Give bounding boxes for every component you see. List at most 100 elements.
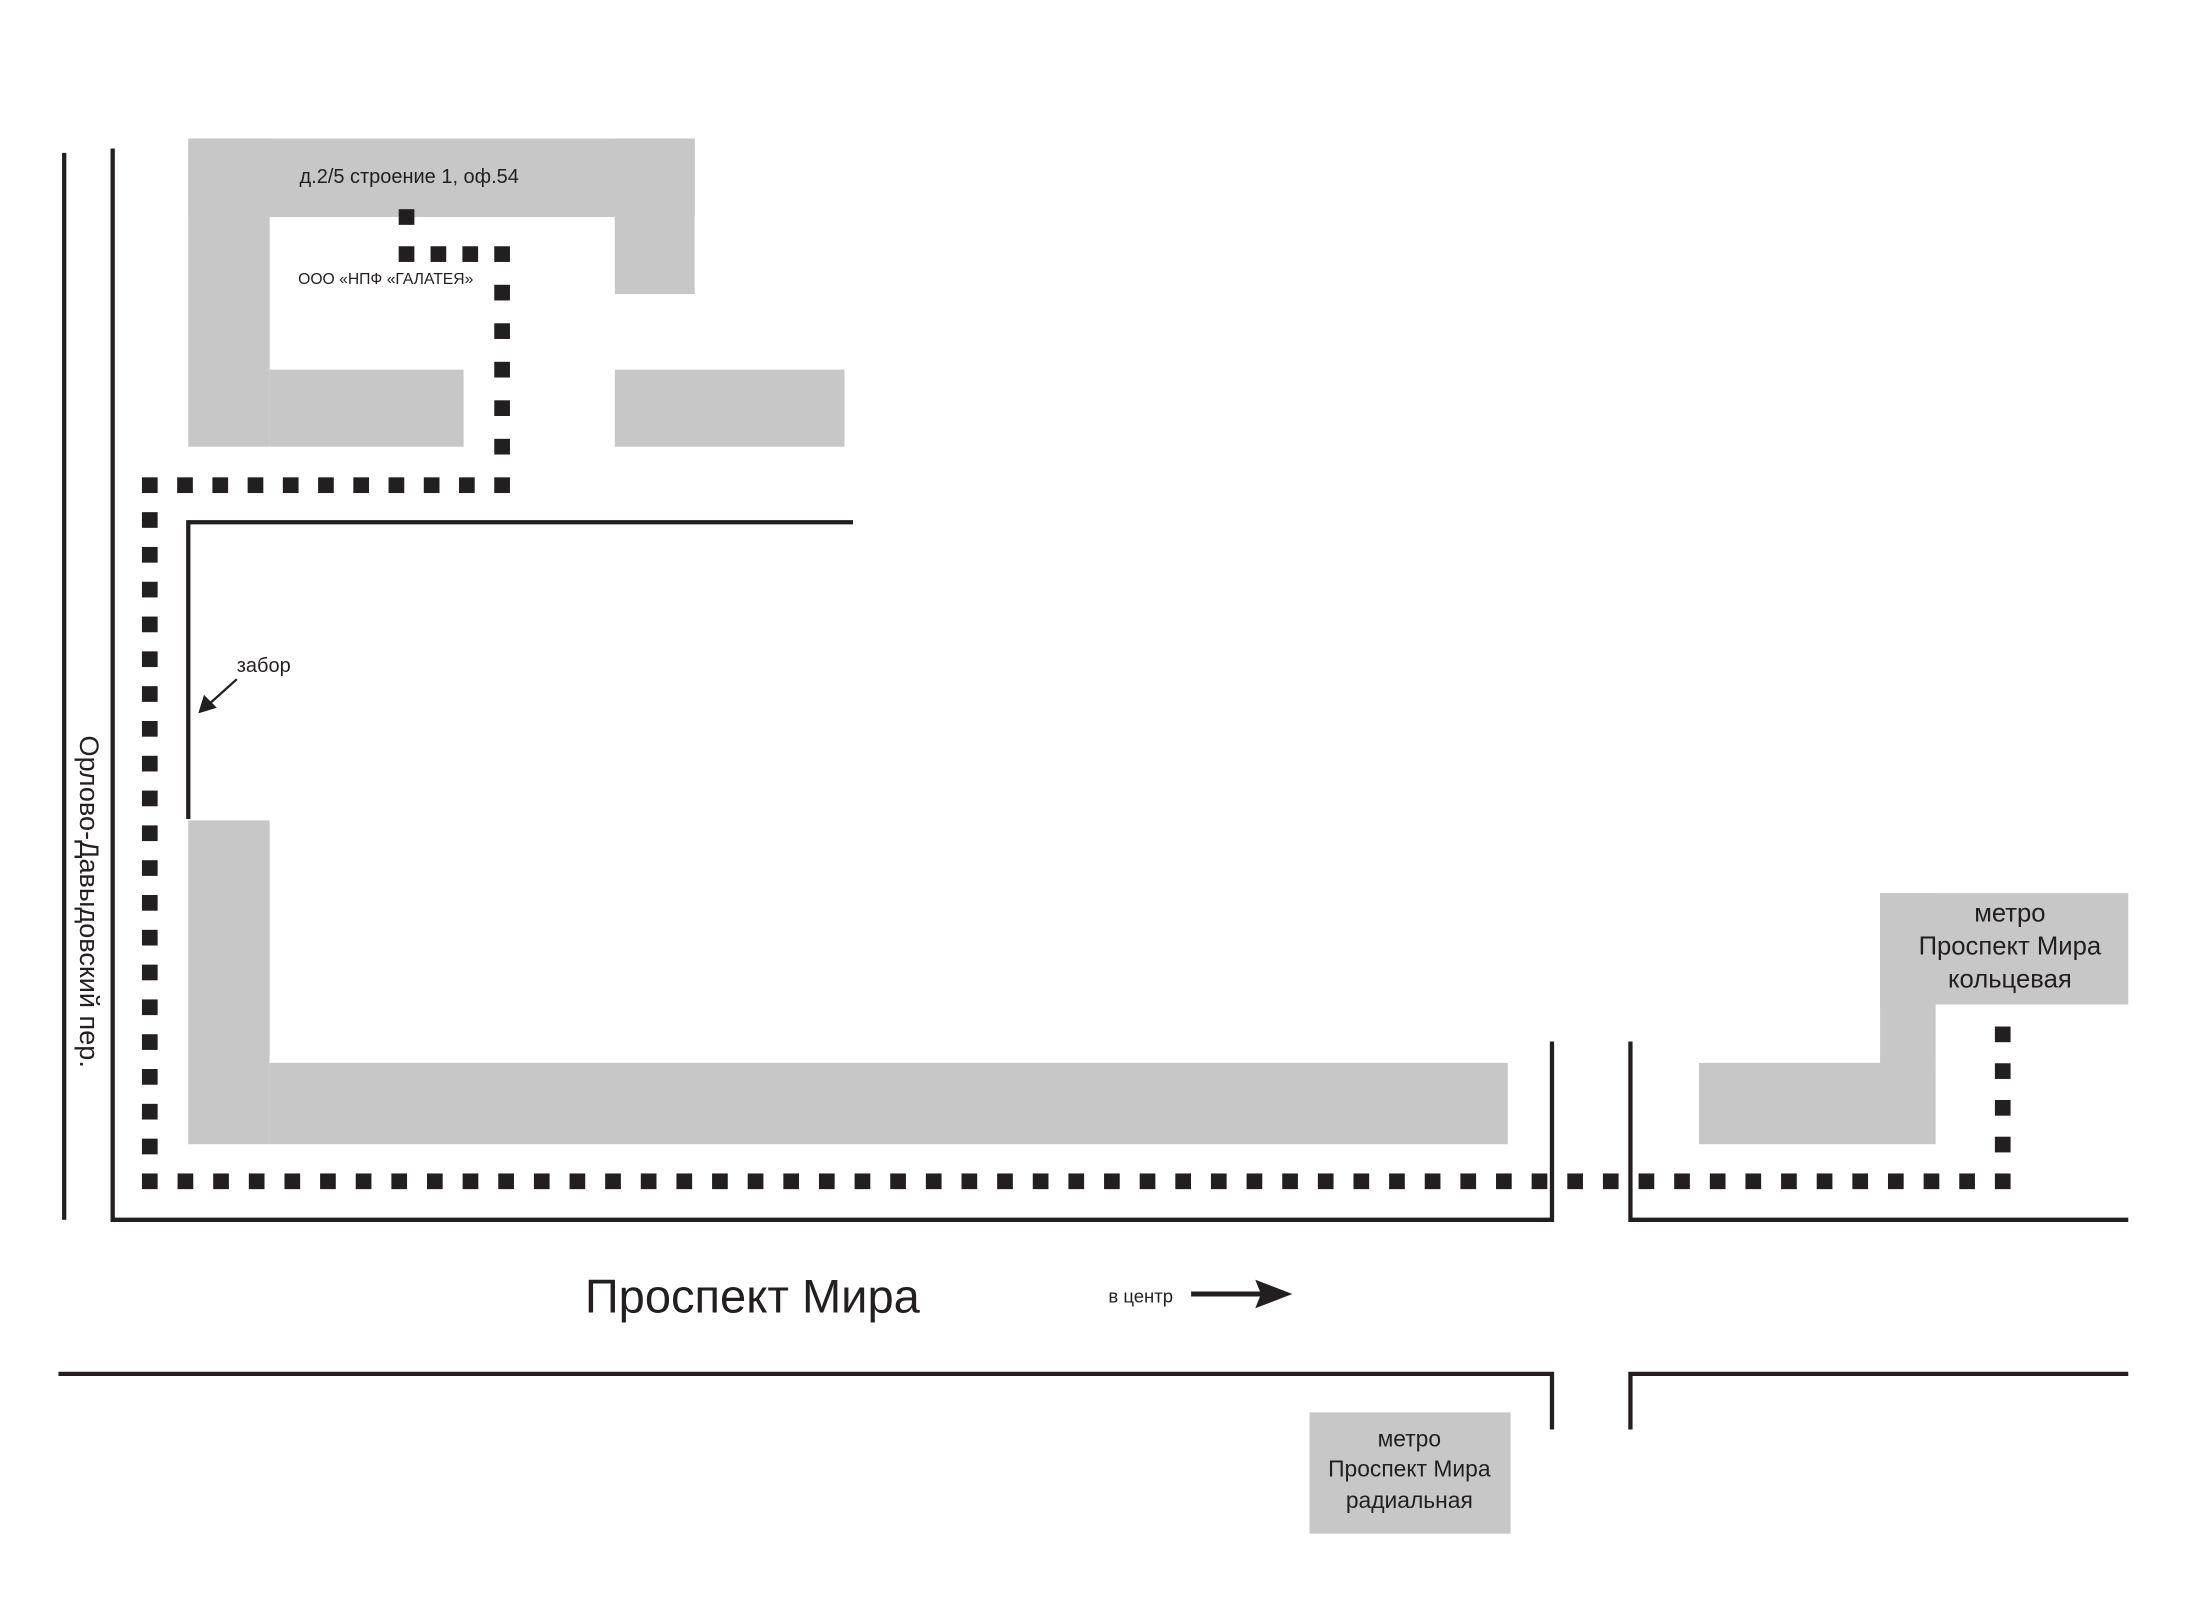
route-dot [427, 1173, 443, 1190]
route-dot [391, 1173, 408, 1190]
route-dot [1781, 1173, 1797, 1190]
building-long-horizontal [269, 1062, 1508, 1145]
route-dot [494, 438, 510, 455]
route-dot [747, 1173, 764, 1190]
route-dot [1068, 1173, 1085, 1190]
route-dot [498, 1173, 514, 1190]
route-dot [141, 895, 158, 911]
route-dot [1496, 1173, 1512, 1190]
route-dot [430, 246, 447, 262]
building-office-right [614, 138, 695, 295]
route-dot [1674, 1173, 1690, 1190]
route-dot [213, 1173, 229, 1190]
streets [58, 148, 2129, 1430]
route-dot [925, 1173, 942, 1190]
route-dot [854, 1173, 871, 1190]
route-dot [1210, 1173, 1227, 1190]
route-dot [141, 477, 158, 494]
route-dot [398, 209, 415, 225]
route-dot [398, 246, 415, 262]
route-dot [423, 477, 440, 494]
route-dot [1602, 1173, 1619, 1190]
street-line [110, 148, 1555, 1222]
route-dot [248, 1173, 265, 1190]
metro-ring-label: метро Проспект Мира кольцевая [1919, 900, 2102, 994]
route-dot [1709, 1173, 1726, 1190]
route-dot [1852, 1173, 1869, 1190]
route-dot [141, 1103, 158, 1120]
route-dot [1353, 1173, 1370, 1190]
route-dot [961, 1173, 978, 1190]
route-dot [141, 755, 158, 772]
route-dot [141, 1034, 158, 1050]
route-dot [1531, 1173, 1548, 1190]
route-dot [141, 999, 158, 1016]
route-dot [462, 246, 479, 262]
route-dot [1816, 1173, 1833, 1190]
route-dot [141, 1138, 158, 1155]
route-dot [605, 1173, 621, 1190]
route-dot [141, 686, 158, 702]
route-dot [494, 323, 510, 339]
route-dot [569, 1173, 586, 1190]
route-dot [284, 1173, 301, 1190]
metro-ring-building [1880, 893, 2129, 1005]
route-dot [141, 825, 158, 842]
building-office-left [188, 138, 270, 447]
route-dot [282, 477, 299, 494]
route-dot [997, 1173, 1013, 1190]
fence-line [186, 520, 854, 819]
route-dot [141, 616, 158, 633]
fence-arrow-icon [198, 678, 238, 714]
direction-label: в центр [1108, 1286, 1173, 1307]
route-dot [1460, 1173, 1477, 1190]
building-metro-ring-base [1698, 1062, 1936, 1145]
buildings [188, 138, 2129, 1534]
route-dot [640, 1173, 657, 1190]
route-dot [320, 1173, 336, 1190]
route-dot [247, 477, 264, 494]
route-dot [141, 581, 158, 598]
route-dot [355, 1173, 372, 1190]
fence-label: забор [237, 655, 291, 677]
route-dot [1389, 1173, 1405, 1190]
route-dot [494, 284, 510, 301]
route-dot [141, 720, 158, 737]
main-street-label: Проспект Мира [585, 1270, 921, 1323]
metro-radial-label: метро Проспект Мира радиальная [1328, 1426, 1491, 1513]
company-label: ООО «НПФ «ГАЛАТЕЯ» [298, 271, 473, 288]
route-dot [141, 929, 158, 946]
building-office-top [188, 138, 695, 218]
route-dot [388, 477, 405, 494]
route-dot [141, 790, 158, 807]
route-dot [1567, 1173, 1583, 1190]
route-dot [1745, 1173, 1762, 1190]
route-dot [1032, 1173, 1049, 1190]
route-dot [1887, 1173, 1904, 1190]
route-dot [1994, 1136, 2011, 1153]
arrow-right-icon [1191, 1279, 1293, 1309]
route-dot [1246, 1173, 1263, 1190]
street-line [1628, 1371, 2129, 1430]
route-dot [1317, 1173, 1334, 1190]
route-dot [1959, 1173, 1975, 1190]
route-dot [890, 1173, 906, 1190]
route-dot [141, 860, 158, 876]
route-dot [141, 1069, 158, 1085]
building-block-a [269, 369, 464, 447]
street-line [1628, 1041, 2129, 1222]
route-dot [212, 477, 229, 494]
metro-radial-building [1309, 1412, 1511, 1534]
route-dot [1994, 1063, 2011, 1079]
route-dot [141, 651, 158, 668]
route-dot [177, 1173, 194, 1190]
route-dot [533, 1173, 550, 1190]
route-dot [494, 477, 510, 494]
route-dot [712, 1173, 728, 1190]
route-dot [494, 246, 510, 262]
walking-route [141, 209, 2011, 1190]
route-dot [1994, 1026, 2011, 1043]
address-label: д.2/5 строение 1, оф.54 [300, 166, 519, 188]
route-dot [1139, 1173, 1156, 1190]
